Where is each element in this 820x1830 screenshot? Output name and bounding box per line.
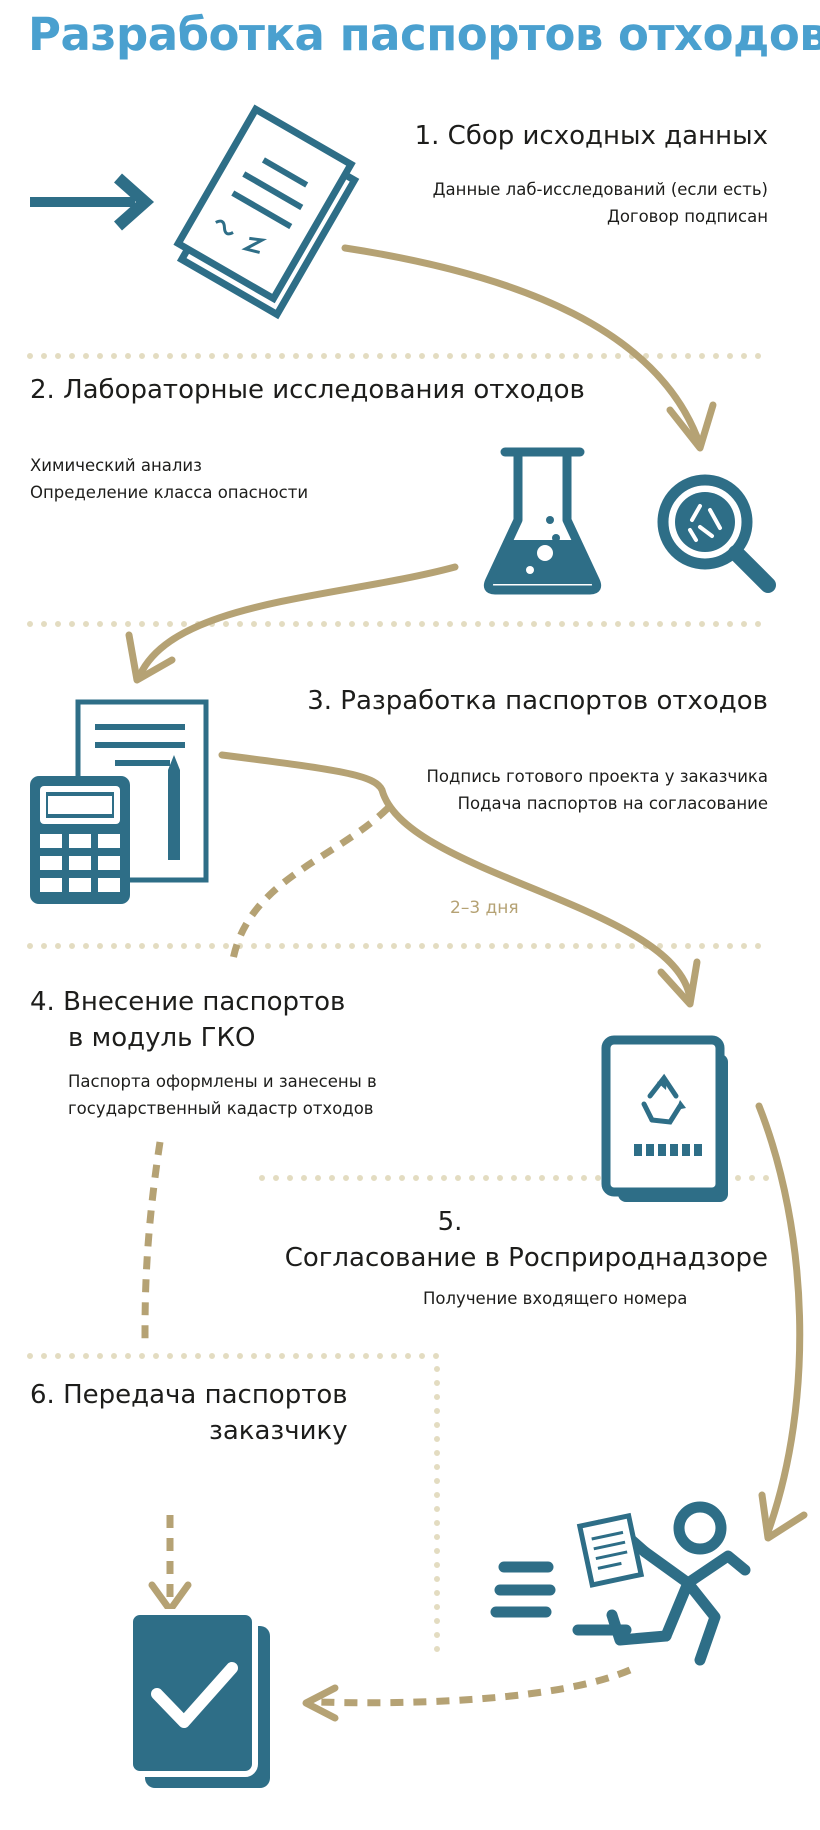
step-3-desc: Подпись готового проекта у заказчика Под…: [427, 763, 769, 817]
dashed-arrow-3-4: [228, 805, 391, 966]
step-4-heading: 4. Внесение паспортов в модуль ГКО: [30, 984, 345, 1056]
step-4-heading-line-2: в модуль ГКО: [68, 1023, 256, 1053]
flask-icon: [483, 447, 602, 595]
step-5-desc-line-1: Получение входящего номера: [423, 1289, 688, 1308]
arrow-right-icon: [30, 173, 155, 231]
step-3-desc-line-2: Подача паспортов на согласование: [457, 794, 768, 813]
step-5-heading-number: 5.: [437, 1207, 463, 1237]
flow-arrow-2-3: [136, 563, 459, 679]
step-2-heading: 2. Лабораторные исследования отходов: [30, 375, 585, 405]
flow-arrow-3-5-head: [657, 958, 701, 1008]
flow-arrow-3-5: [218, 751, 694, 1002]
flow-arrow-5-6: [755, 1102, 804, 1536]
magnifier-icon: [657, 474, 776, 593]
flow-arrow-1-2-head: [666, 401, 717, 452]
step-5-heading: Согласование в Росприроднадзоре: [284, 1243, 768, 1273]
step-4-desc-line-1: Паспорта оформлены и занесены в: [68, 1072, 377, 1091]
dashed-arrow-courier-head: [302, 1684, 339, 1722]
documents-icon: [173, 104, 360, 320]
duration-note: 2–3 дня: [450, 898, 519, 918]
step-6-heading-line-1: 6. Передача паспортов: [30, 1380, 348, 1410]
step-1-desc-line-1: Данные лаб-исследований (если есть): [432, 180, 768, 199]
step-1-desc: Данные лаб-исследований (если есть) Дого…: [433, 176, 768, 230]
flow-arrow-1-2: [341, 244, 704, 449]
step-6-heading-line-2: заказчику: [209, 1416, 348, 1446]
step-4-desc-line-2: государственный кадастр отходов: [68, 1099, 374, 1118]
page-title: Разработка паспортов отходов: [28, 8, 820, 61]
dashed-arrow-courier-final: [317, 1666, 632, 1707]
flow-arrow-2-3-head: [125, 631, 176, 684]
checkmark-folder-icon: [127, 1609, 270, 1788]
step-3-desc-line-1: Подпись готового проекта у заказчика: [426, 767, 769, 786]
step-1-heading: 1. Сбор исходных данных: [414, 121, 768, 151]
dashed-arrow-4-6: [141, 1141, 164, 1341]
calculator-icon: [30, 776, 130, 904]
step-1-desc-line-2: Договор подписан: [606, 207, 768, 226]
flow-arrow-5-6-head: [758, 1491, 808, 1542]
step-3-heading: 3. Разработка паспортов отходов: [307, 686, 768, 716]
step-6-heading: 6. Передача паспортов заказчику: [30, 1377, 348, 1449]
separator-5: [27, 1353, 440, 1663]
step-2-desc-line-1: Химический анализ: [30, 456, 202, 475]
recycle-folder-icon: [601, 1035, 728, 1202]
step-2-desc: Химический анализ Определение класса опа…: [30, 452, 308, 506]
step-4-desc: Паспорта оформлены и занесены в государс…: [68, 1068, 377, 1122]
step-2-desc-line-2: Определение класса опасности: [30, 483, 309, 502]
step-4-heading-line-1: 4. Внесение паспортов: [30, 987, 346, 1017]
courier-document-icon: [576, 1512, 645, 1588]
